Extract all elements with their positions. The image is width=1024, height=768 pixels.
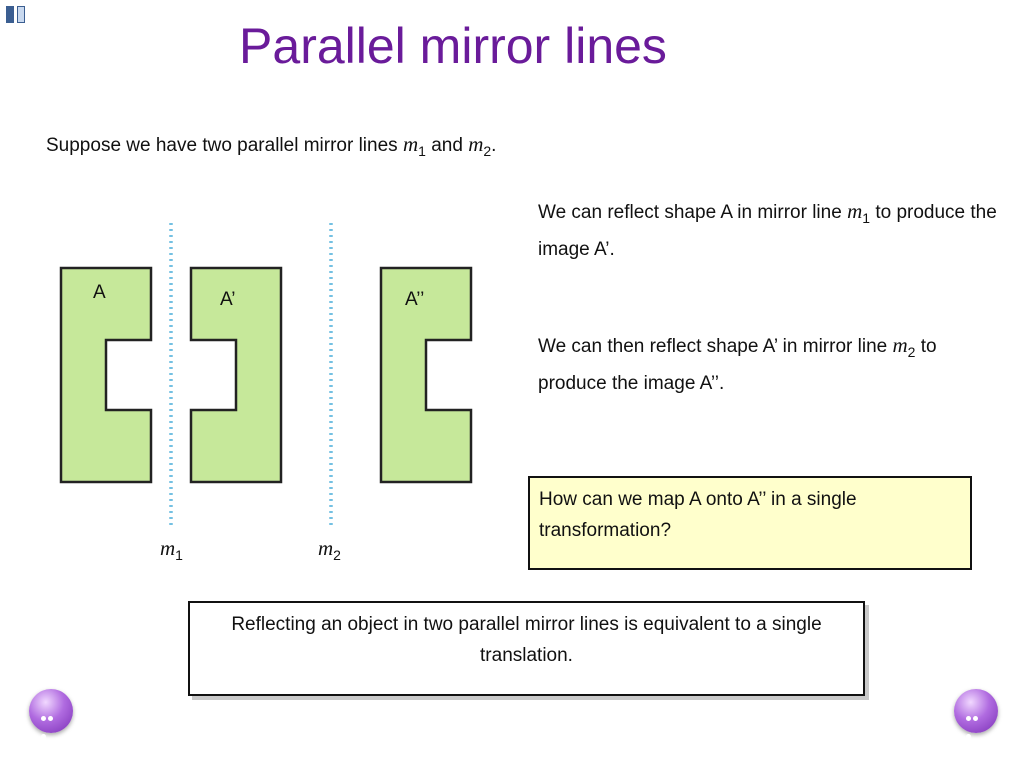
conclusion-box: Reflecting an object in two parallel mir… [188,601,865,696]
m2-label: m2 [318,536,341,564]
m1-label: m1 [160,536,183,564]
label-a: A [93,282,106,303]
shape-a [59,266,153,484]
label-a-double-prime: A’’ [405,289,424,310]
m1-symbol: m1 [402,132,426,160]
intro-text: Suppose we have two parallel mirror line… [46,132,497,160]
slide-title: Parallel mirror lines [239,18,667,74]
pause-icon[interactable] [6,6,28,24]
previous-slide-button[interactable] [29,689,73,739]
next-slide-icon [966,708,986,739]
info-text-1: We can reflect shape A in mirror line m1… [538,199,997,261]
question-box: How can we map A onto A’’ in a single tr… [528,476,972,570]
next-slide-button[interactable] [954,689,998,739]
previous-slide-icon [41,708,61,739]
shape-a-double-prime [379,266,473,484]
label-a-prime: A’ [220,289,235,310]
shape-a-prime [189,266,283,484]
m2-symbol: m2 [468,132,492,160]
info-text-2: We can then reflect shape A’ in mirror l… [538,333,937,395]
